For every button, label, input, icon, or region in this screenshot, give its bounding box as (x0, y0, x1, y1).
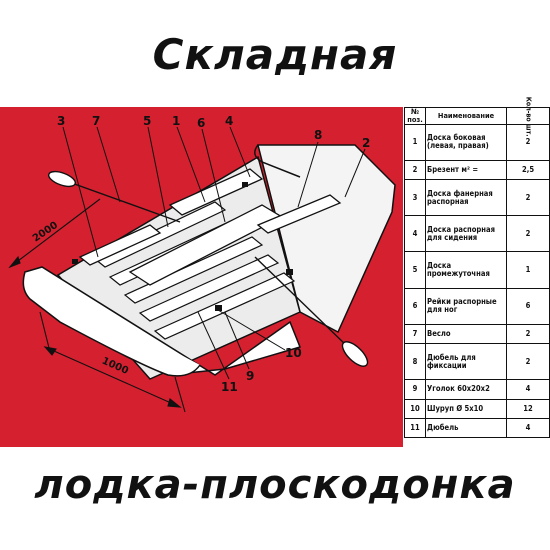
stern-end (254, 144, 301, 178)
fitting (72, 259, 78, 264)
row-qty: 4 (506, 417, 550, 439)
row-num: 8 (404, 343, 426, 381)
oar-shaft-right (254, 256, 349, 348)
row-num: 6 (404, 287, 426, 325)
row-name: Уголок 60х20х2 (424, 379, 508, 400)
leader-lines (62, 126, 366, 380)
row-qty: 2 (506, 215, 550, 253)
row-name: Доска боковая (левая, правая) (424, 123, 508, 161)
callout-4: 4 (225, 114, 233, 128)
row-num: 2 (404, 159, 426, 180)
callout-7: 7 (92, 114, 100, 128)
row-qty: 1 (506, 251, 550, 289)
callout-9: 9 (246, 369, 254, 383)
row-name: Рейки распорные для ног (424, 287, 508, 325)
row-qty: 2,5 (506, 159, 550, 180)
row-num: 10 (404, 398, 426, 419)
dimension-lines (8, 198, 186, 413)
row-num: 7 (404, 323, 426, 345)
row-name: Весло (424, 323, 508, 345)
row-num: 1 (404, 123, 426, 161)
cross-boards (78, 168, 342, 286)
callout-11: 11 (221, 380, 238, 394)
row-num: 9 (404, 379, 426, 400)
row-name: Доска фанерная распорная (424, 178, 508, 217)
table-header-row: № поз. Наименование Кол-во шт. (404, 96, 550, 136)
header-qty: Кол-во шт. (506, 96, 550, 136)
seat-board-back (168, 168, 264, 216)
oar-blade-right (341, 341, 369, 367)
header-name: Наименование (424, 107, 508, 125)
fitting (286, 269, 293, 275)
row-name: Брезент м² = (424, 159, 508, 180)
row-qty: 2 (506, 178, 550, 217)
row-num: 5 (404, 251, 426, 289)
callout-6: 6 (197, 116, 205, 130)
fitting (242, 182, 248, 187)
callout-1: 1 (172, 114, 180, 128)
title-top: Складная (152, 30, 398, 79)
bow-end (22, 271, 201, 377)
row-name: Дюбель для фиксации (424, 343, 508, 381)
boat-drawing: 2000 1000 3 7 5 1 6 4 8 2 10 9 11 (8, 114, 396, 413)
row-qty: 2 (506, 343, 550, 381)
slat (138, 254, 280, 322)
oar-shaft-left (54, 176, 181, 223)
oars (47, 170, 369, 367)
title-bottom: лодка-плоскодонка (34, 462, 516, 508)
callout-2: 2 (362, 136, 370, 150)
row-qty: 2 (506, 323, 550, 345)
fittings (72, 182, 293, 311)
row-name: Доска промежуточная (424, 251, 508, 289)
row-num: 3 (404, 178, 426, 217)
callout-5: 5 (143, 114, 151, 128)
row-qty: 6 (506, 287, 550, 325)
callout-8: 8 (314, 128, 322, 142)
row-name: Шуруп Ø 5х10 (424, 398, 508, 419)
row-num: 4 (404, 215, 426, 253)
slat (123, 236, 264, 304)
row-num: 11 (404, 417, 426, 439)
row-qty: 12 (506, 398, 550, 419)
fitting (215, 305, 222, 311)
row-qty: 2 (506, 123, 550, 161)
row-name: Дюбель (424, 417, 508, 439)
oar-blade-left (47, 170, 77, 188)
slat (153, 272, 296, 340)
board-8 (256, 194, 342, 234)
header-num: № поз. (404, 107, 426, 125)
callout-10: 10 (285, 346, 302, 360)
row-name: Доска распорная для сидения (424, 215, 508, 253)
slat (93, 201, 227, 268)
row-qty: 4 (506, 379, 550, 400)
callout-3: 3 (57, 114, 65, 128)
spacer-board (78, 224, 162, 266)
